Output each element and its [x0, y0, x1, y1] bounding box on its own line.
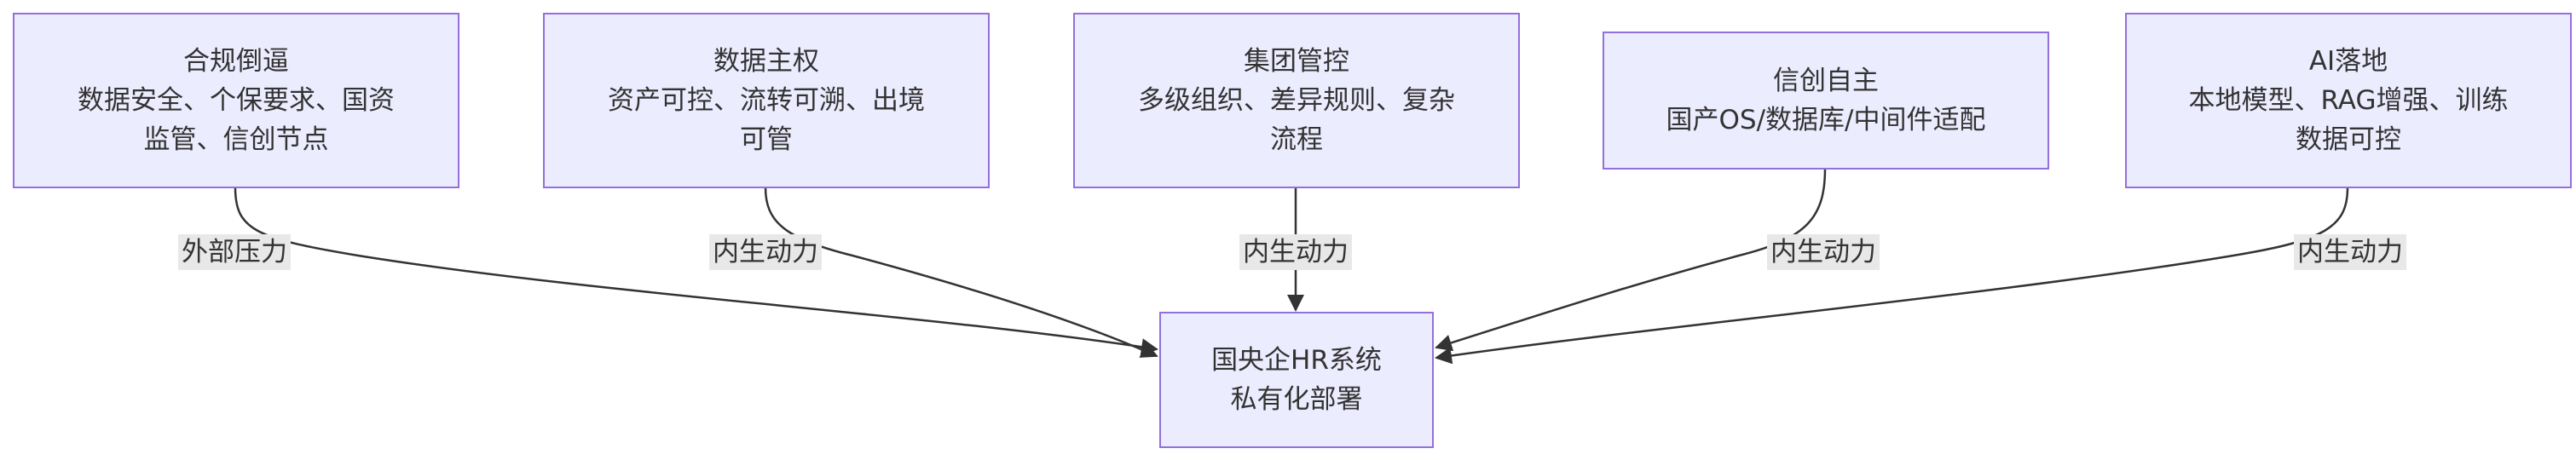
- edge-compliance-to-target: [234, 187, 1158, 356]
- node-text-compliance-line-2: 监管、信创节点: [144, 124, 329, 155]
- edges-layer: [234, 168, 2349, 365]
- node-text-target-line-1: 私有化部署: [1231, 384, 1363, 415]
- node-text-sovereignty-line-2: 可管: [740, 124, 793, 155]
- edge-ai-to-target: [1435, 187, 2349, 365]
- node-text-group-line-2: 流程: [1270, 124, 1323, 155]
- node-text-ai-line-1: 本地模型、RAG增强、训练: [2189, 85, 2509, 116]
- edge-label-bg-xinchuang: [1767, 234, 1880, 270]
- node-text-ai-line-0: AI落地: [2309, 46, 2388, 77]
- edge-label-text-compliance: 外部压力: [182, 237, 287, 267]
- node-box-sovereignty: [543, 13, 990, 188]
- node-text-xinchuang-line-1: 国产OS/数据库/中间件适配: [1666, 105, 1986, 135]
- node-box-target: [1159, 312, 1434, 448]
- edge-label-bg-ai: [2294, 234, 2406, 270]
- node-text-sovereignty-line-1: 资产可控、流转可溯、出境: [608, 85, 925, 116]
- edge-label-compliance: 外部压力: [178, 234, 291, 270]
- node-text-target-line-0: 国央企HR系统: [1211, 345, 1382, 376]
- edge-label-bg-compliance: [178, 234, 291, 270]
- node-text-ai-line-2: 数据可控: [2296, 124, 2401, 155]
- node-text-sovereignty-line-0: 数据主权: [713, 46, 819, 77]
- node-text-compliance-line-0: 合规倒逼: [183, 46, 289, 77]
- node-text-xinchuang-line-0: 信创自主: [1773, 66, 1879, 96]
- nodes-layer: 合规倒逼数据安全、个保要求、国资监管、信创节点数据主权资产可控、流转可溯、出境可…: [13, 13, 2572, 448]
- edge-label-text-xinchuang: 内生动力: [1770, 237, 1876, 267]
- edge-labels-layer: 外部压力 内生动力 内生动力 内生动力 内生动力: [178, 234, 2406, 270]
- edge-label-bg-group: [1239, 234, 1352, 270]
- edge-label-ai: 内生动力: [2294, 234, 2406, 270]
- edge-label-xinchuang: 内生动力: [1767, 234, 1880, 270]
- node-box-group: [1073, 13, 1520, 188]
- edge-label-text-group: 内生动力: [1243, 237, 1349, 267]
- node-box-xinchuang: [1603, 32, 2049, 170]
- node-text-compliance-line-1: 数据安全、个保要求、国资: [78, 85, 395, 116]
- node-text-group-line-1: 多级组织、差异规则、复杂: [1138, 85, 1455, 116]
- edge-label-text-sovereignty: 内生动力: [713, 237, 818, 267]
- edge-label-bg-sovereignty: [709, 234, 822, 270]
- edge-label-text-ai: 内生动力: [2297, 237, 2403, 267]
- edge-xinchuang-to-target: [1435, 168, 1827, 352]
- node-box-compliance: [13, 13, 459, 188]
- edge-label-sovereignty: 内生动力: [709, 234, 822, 270]
- edge-label-group: 内生动力: [1239, 234, 1352, 270]
- edge-sovereignty-to-target: [764, 187, 1158, 358]
- node-text-group-line-0: 集团管控: [1244, 46, 1349, 77]
- node-box-ai: [2125, 13, 2572, 188]
